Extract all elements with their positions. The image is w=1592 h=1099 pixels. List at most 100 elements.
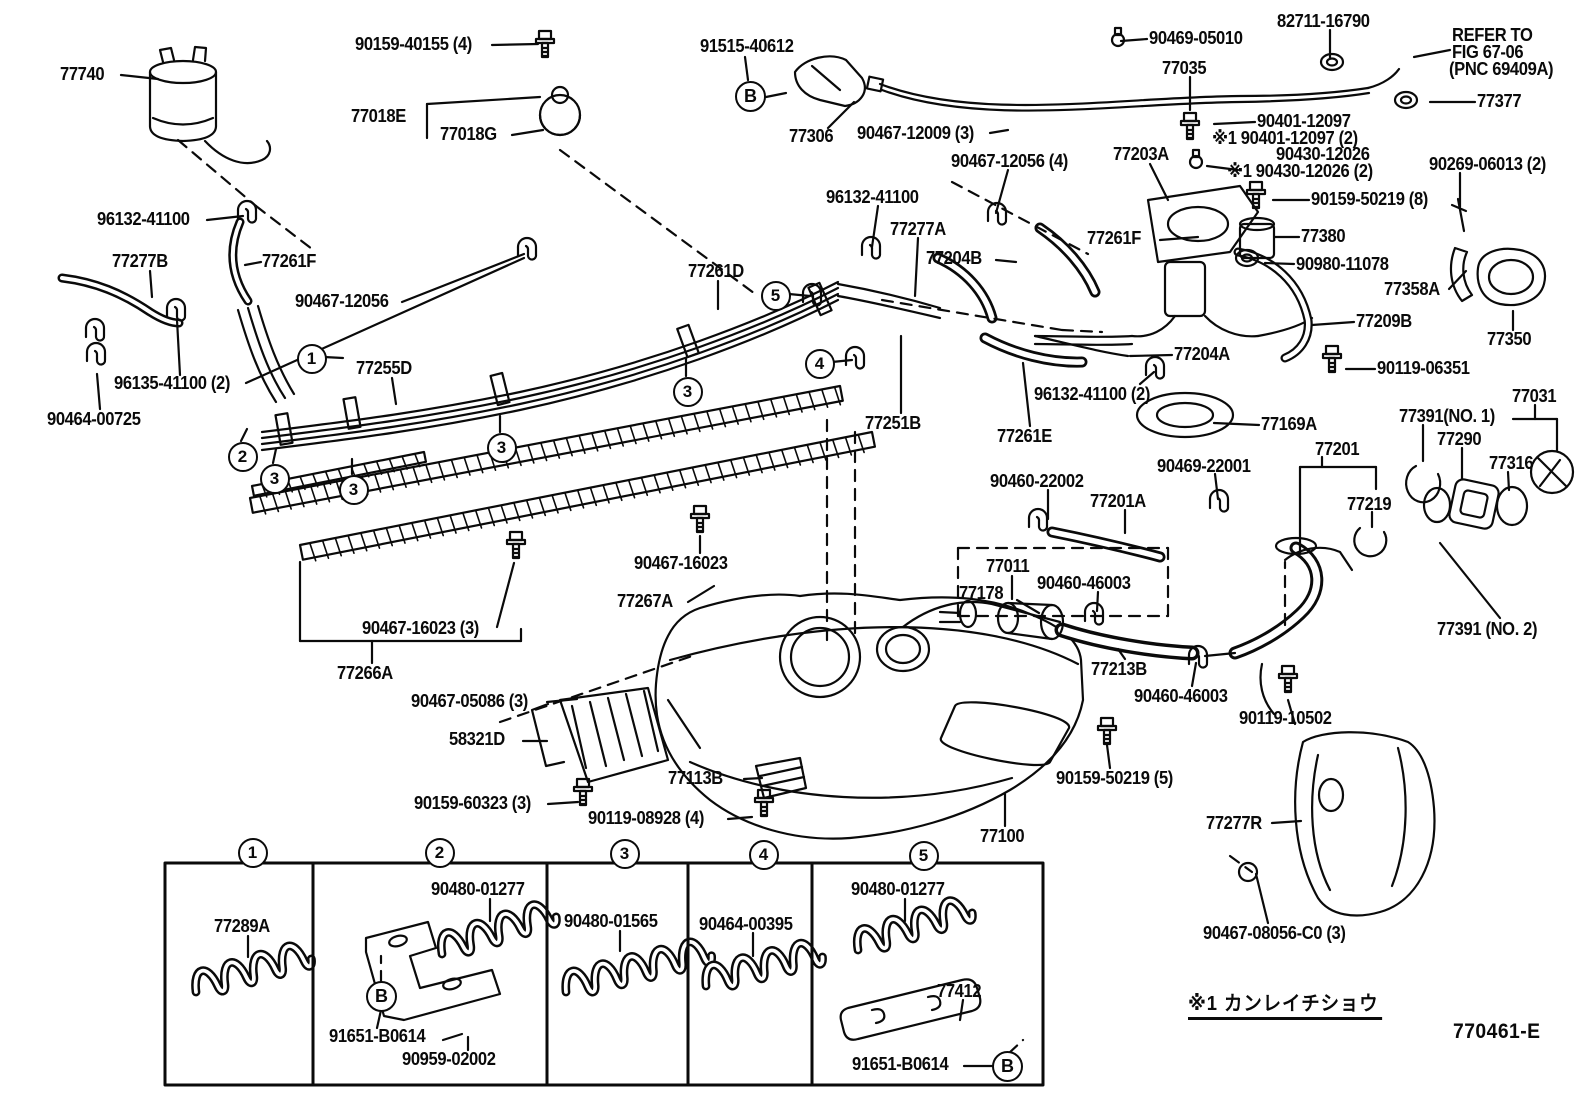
leader-line [1190, 661, 1198, 688]
part-number-label: 77251B [865, 413, 921, 433]
part-number-label: REFER TO [1452, 25, 1533, 45]
legend-table [163, 861, 1045, 1087]
callout-circle-5: 5 [760, 280, 791, 311]
part-number-label: 90480-01565 [564, 911, 658, 931]
leader-line [726, 815, 754, 821]
part-number-label: 77350 [1487, 329, 1532, 349]
leader-line [175, 318, 182, 377]
leader-line [400, 252, 526, 304]
part-number-label: 90467-05086 (3) [411, 691, 528, 711]
clamp-icon [236, 199, 258, 224]
part-number-label: 77113B [668, 768, 723, 788]
leader-line [1015, 598, 1041, 615]
left-hoses-drawing [57, 217, 296, 404]
part-number-label: 90460-46003 [1134, 686, 1228, 706]
part-number-label: 90464-00725 [47, 409, 141, 429]
leader-line [1021, 361, 1032, 428]
bolt-icon [1245, 180, 1267, 210]
clamp-icon [1187, 644, 1209, 669]
leader-line [913, 236, 920, 298]
leader-line [1148, 162, 1170, 202]
leader-line [1158, 235, 1200, 242]
leader-line [322, 355, 345, 360]
part-number-label: 77178 [959, 583, 1004, 603]
leader-line [958, 998, 965, 1022]
leader-line [994, 168, 1010, 215]
part-number-label: 77219 [1347, 494, 1392, 514]
part-number-label: 77255D [356, 358, 412, 378]
leader-line [244, 256, 526, 385]
leader-line [1286, 698, 1297, 726]
part-number-label: 90467-16023 [634, 553, 728, 573]
clamp-icon [986, 201, 1008, 226]
leader-line [490, 42, 540, 47]
part-number-label: 90467-12056 [295, 291, 389, 311]
leader-line [870, 204, 880, 249]
leader-line [1254, 872, 1270, 925]
part-number-label: 90159-40155 (4) [355, 34, 472, 54]
legend-clamp-drawings [191, 896, 977, 997]
callout-circle-4: 4 [748, 839, 779, 870]
leader-line [495, 561, 516, 629]
part-number-label: 77391 (NO. 2) [1437, 619, 1538, 639]
leader-line [243, 260, 263, 267]
small-fastener-glyphs [84, 26, 1468, 818]
part-number-label: FIG 67-06 [1452, 42, 1524, 62]
leader-line-dashed [558, 148, 760, 298]
leader-line [686, 584, 716, 604]
leader-line [1310, 320, 1356, 327]
clamp-row-drawing [852, 896, 977, 955]
leader-line [1138, 370, 1156, 386]
grommet-icon [1234, 248, 1260, 268]
grommet-icon [1319, 52, 1345, 72]
leader-line [1128, 353, 1174, 358]
part-number-label: 90980-11078 [1296, 254, 1389, 274]
bolt-icon [1179, 111, 1201, 141]
part-number-label: 96135-41100 (2) [114, 373, 231, 393]
legend-band-drawing [839, 978, 982, 1041]
leader-line [148, 269, 154, 299]
pin-icon [1450, 197, 1468, 233]
leader-line [830, 358, 854, 364]
clamp-icon [516, 236, 538, 261]
part-number-label: 90119-08928 (4) [588, 808, 705, 828]
leader-line-dashed [1228, 854, 1254, 874]
part-number-label: 90467-12056 (4) [951, 151, 1068, 171]
callout-circle-4: 4 [804, 348, 835, 379]
part-number-label: 77277B [112, 251, 168, 271]
clamp-row-drawing [561, 937, 717, 997]
leader-line [1105, 743, 1112, 770]
clamp-row-drawing [436, 900, 561, 959]
part-number-label: 77261E [997, 426, 1052, 446]
tube-bundle-drawing [260, 280, 942, 452]
leader-line [1506, 470, 1511, 492]
leader-lines [95, 28, 1559, 1068]
grommet-icon [1393, 90, 1419, 110]
breather-tube-drawing [1233, 247, 1313, 363]
leader-line [743, 55, 750, 82]
tube-protector-rails-drawing [248, 384, 877, 562]
leader-line [787, 292, 812, 298]
part-number-label: 77204B [926, 248, 982, 268]
leader-line [1213, 472, 1220, 501]
heat-shield-drawing [530, 686, 808, 800]
part-number-label: 91515-40612 [700, 36, 794, 56]
clamp-row-drawing [191, 941, 316, 997]
leader-line [1270, 819, 1303, 825]
part-number-label: 77277A [890, 219, 946, 239]
part-number-label: 77377 [1477, 91, 1522, 111]
b-marker-circle: B [735, 81, 766, 112]
part-number-label: 91651-B0614 [329, 1026, 426, 1046]
leader-line [1412, 48, 1452, 59]
leader-line [425, 95, 542, 106]
bolt-icon [505, 530, 527, 560]
part-number-label: (PNC 69409A) [1449, 59, 1554, 79]
part-number-label: 77290 [1437, 429, 1482, 449]
leader-line [441, 1032, 464, 1042]
clamp-icon [1208, 488, 1230, 513]
leader-line [95, 372, 102, 411]
leader-line [826, 100, 856, 130]
part-number-label: 90159-50219 (5) [1056, 768, 1173, 788]
part-number-label: 90480-01277 [431, 879, 525, 899]
part-number-label: 77358A [1384, 279, 1440, 299]
